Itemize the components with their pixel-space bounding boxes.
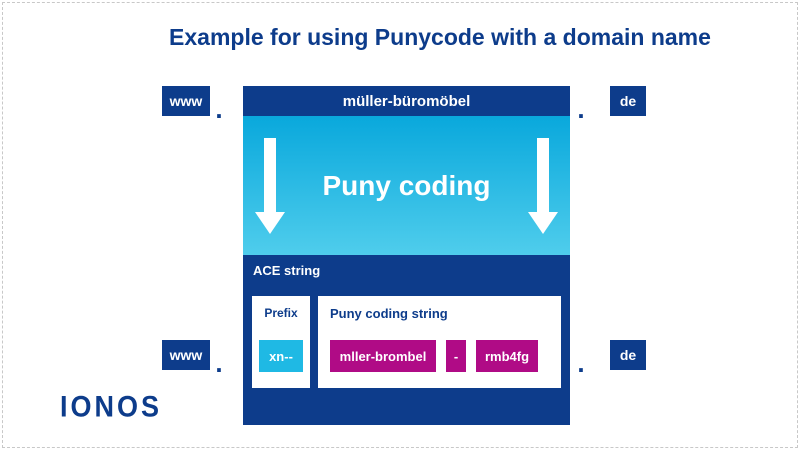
prefix-value-chip: xn-- <box>259 340 303 372</box>
tld-box-bottom: de <box>610 340 646 370</box>
puny-string-panel: Puny coding string mller-brombel - rmb4f… <box>318 296 561 388</box>
puny-string-chips: mller-brombel - rmb4fg <box>330 340 538 372</box>
dot-separator: . <box>215 93 223 124</box>
dot-separator: . <box>215 347 223 378</box>
ionos-logo: IONOS <box>60 390 163 423</box>
ace-string-area: ACE string Prefix xn-- Puny coding strin… <box>243 255 570 425</box>
subdomain-box-top: www <box>162 86 210 116</box>
puny-part-chip: - <box>446 340 466 372</box>
down-arrow-right-icon <box>537 138 549 212</box>
puny-part-chip: mller-brombel <box>330 340 436 372</box>
tld-box-top: de <box>610 86 646 116</box>
domain-box: müller-büromöbel <box>243 86 570 116</box>
puny-part-chip: rmb4fg <box>476 340 538 372</box>
puny-coding-label: Puny coding <box>322 169 491 201</box>
down-arrow-left-icon <box>264 138 276 212</box>
prefix-label: Prefix <box>264 306 298 320</box>
puny-coding-area: Puny coding <box>243 116 570 255</box>
dot-separator: . <box>577 347 585 378</box>
ace-string-label: ACE string <box>253 263 321 278</box>
prefix-panel: Prefix xn-- <box>252 296 310 388</box>
puny-string-label: Puny coding string <box>330 306 448 321</box>
subdomain-box-bottom: www <box>162 340 210 370</box>
diagram-title: Example for using Punycode with a domain… <box>169 24 711 50</box>
dot-separator: . <box>577 93 585 124</box>
